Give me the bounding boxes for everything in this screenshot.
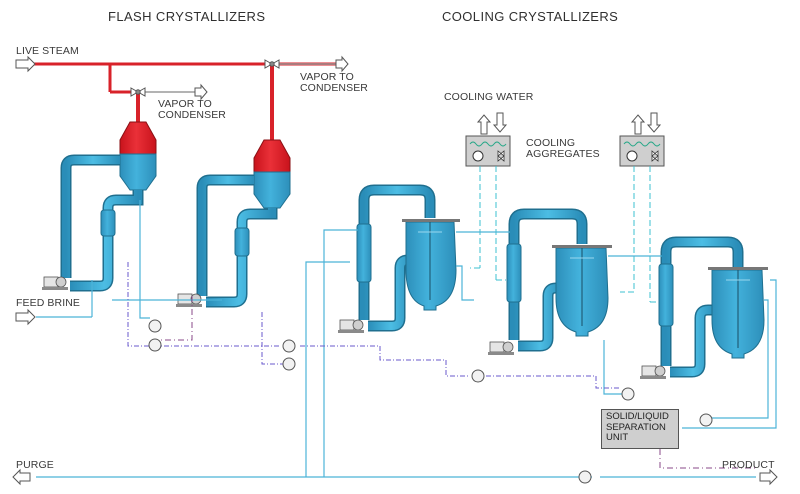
vapor-lines — [143, 63, 340, 93]
cooling-crystallizer-3 — [640, 236, 768, 379]
arrow-in-icon — [15, 308, 36, 326]
label-cooling-water: COOLING WATER — [444, 91, 534, 103]
label-vapor-2-line1: VAPOR TO — [300, 71, 354, 83]
label-feed-brine: FEED BRINE — [16, 297, 81, 309]
thin-process-lines — [36, 200, 777, 478]
label-vapor-to-condenser-2: VAPOR TO CONDENSER — [300, 72, 368, 94]
label-live-steam: LIVE STEAM — [16, 45, 79, 57]
arrow-out-icon — [759, 468, 778, 486]
separation-unit-line3: UNIT — [606, 432, 629, 443]
label-vapor-1-line1: VAPOR TO — [158, 98, 212, 110]
arrow-out-icon — [194, 83, 208, 101]
recycle-lines — [127, 262, 620, 389]
label-vapor-1-line2: CONDENSER — [158, 109, 226, 121]
cooler-icon — [626, 150, 638, 162]
cooling-crystallizer-2 — [488, 208, 612, 355]
label-vapor-to-condenser-1: VAPOR TO CONDENSER — [158, 99, 226, 121]
cooling-aggregate-2 — [619, 135, 665, 167]
pump-icon — [42, 276, 68, 290]
label-cooling-aggregates-line1: COOLING — [526, 137, 576, 149]
arrow-out-icon — [12, 468, 31, 486]
heading-flash-crystallizers: FLASH CRYSTALLIZERS — [108, 9, 266, 24]
separation-unit-line2: SEPARATION — [606, 421, 666, 433]
pump-icon — [640, 365, 666, 379]
pump-icon — [338, 319, 364, 333]
valve-icon — [264, 59, 280, 69]
cooler-icon — [472, 150, 484, 162]
product-line — [150, 296, 756, 469]
flash-crystallizer-1 — [42, 121, 157, 292]
label-vapor-2-line2: CONDENSER — [300, 82, 368, 94]
cooling-links — [470, 166, 658, 303]
label-cooling-aggregates: COOLING AGGREGATES — [526, 138, 600, 160]
cooling-water-arrows — [476, 112, 662, 135]
arrow-in-icon — [15, 55, 36, 73]
cooling-aggregate-1 — [465, 135, 511, 167]
pump-icon — [488, 341, 514, 355]
heading-cooling-crystallizers: COOLING CRYSTALLIZERS — [442, 9, 619, 24]
solid-liquid-separation-unit: SOLID/LIQUID SEPARATION UNIT — [601, 409, 679, 449]
separation-unit-line1: SOLID/LIQUID — [606, 411, 669, 422]
flash-crystallizer-2 — [176, 139, 291, 308]
label-product: PRODUCT — [722, 459, 775, 471]
label-purge: PURGE — [16, 459, 54, 471]
valve-icon — [130, 87, 146, 97]
arrow-out-icon — [335, 55, 349, 73]
cooling-crystallizer-1 — [338, 184, 460, 333]
label-cooling-aggregates-line2: AGGREGATES — [526, 148, 600, 160]
pump-icon — [148, 319, 713, 484]
